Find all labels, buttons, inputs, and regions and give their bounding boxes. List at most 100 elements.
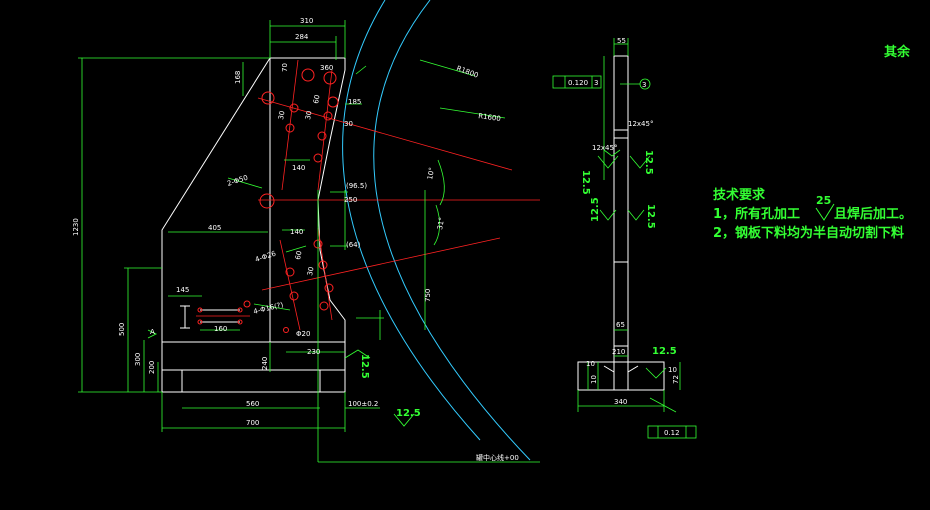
note-rough-value: 25 bbox=[816, 194, 831, 207]
dim-30a: 30 bbox=[344, 120, 353, 128]
label-phi20: Φ20 bbox=[296, 330, 310, 338]
hole bbox=[285, 123, 295, 133]
dim-405: 405 bbox=[208, 224, 221, 232]
dim-240: 240 bbox=[261, 357, 269, 370]
side-view-dims bbox=[552, 38, 697, 439]
hole bbox=[237, 319, 243, 325]
side-tol-bottom: 0.12 bbox=[664, 429, 680, 437]
hole bbox=[197, 307, 203, 313]
note-line2: 2，钢板下料均为半自动切割下料 bbox=[713, 225, 904, 241]
front-view-labels: 310 284 R1800 R1600 1230 500 300 200 2-Φ… bbox=[72, 17, 519, 462]
hole bbox=[237, 307, 243, 313]
dim-60a: 60 bbox=[312, 94, 321, 104]
hole bbox=[259, 193, 275, 209]
hole bbox=[327, 96, 339, 108]
technical-notes: 其余 技术要求 25 1，所有孔加工 且焊后加工。 2，钢板下料均为半自动切割下… bbox=[713, 44, 912, 241]
front-view-outline bbox=[161, 57, 346, 393]
dim-30d: 30 bbox=[306, 266, 315, 276]
dim-r1600: R1600 bbox=[478, 112, 502, 123]
dim-10deg: 10° bbox=[426, 167, 436, 181]
note-roughness-symbol bbox=[815, 203, 835, 221]
dim-500: 500 bbox=[118, 323, 126, 336]
dim-750: 750 bbox=[424, 289, 432, 302]
dim-140a: 140 bbox=[292, 164, 305, 172]
hole bbox=[317, 131, 327, 141]
centerlines bbox=[196, 59, 540, 331]
side-view bbox=[577, 55, 665, 391]
hole bbox=[243, 300, 251, 308]
side-dim-55: 55 bbox=[617, 37, 626, 45]
dim-560: 560 bbox=[246, 400, 259, 408]
dim-30b: 30 bbox=[277, 110, 286, 120]
note-line1-suffix: 且焊后加工。 bbox=[834, 206, 912, 222]
side-chamfer-2: 12x45° bbox=[592, 144, 617, 152]
note-title: 技术要求 bbox=[713, 187, 766, 203]
label-4-phi26: 4-Φ26 bbox=[254, 250, 277, 264]
dim-310: 310 bbox=[300, 17, 313, 25]
dim-200: 200 bbox=[148, 361, 156, 374]
label-2-phi50: 2-Φ50 bbox=[226, 174, 249, 188]
dim-185: 185 bbox=[348, 98, 361, 106]
hole bbox=[261, 91, 275, 105]
dim-168: 168 bbox=[234, 71, 242, 84]
dimension-lines bbox=[78, 20, 540, 463]
dim-140b: 140 bbox=[290, 228, 303, 236]
label-4-phi16: 4-Φ16(?) bbox=[253, 301, 285, 316]
side-dim-10b: 10 bbox=[590, 375, 598, 384]
side-dim-65: 65 bbox=[616, 321, 625, 329]
dim-1230: 1230 bbox=[72, 218, 80, 236]
side-dim-210: 210 bbox=[612, 348, 625, 356]
side-rough-1: 12.5 bbox=[643, 150, 654, 175]
dim-230: 230 bbox=[307, 348, 320, 356]
dim-360: 360 bbox=[320, 64, 333, 72]
vessel-arcs bbox=[342, 0, 531, 461]
side-dim-10c: 10 bbox=[668, 366, 677, 374]
side-tol-datum: 3 bbox=[594, 79, 598, 87]
datum-a: A bbox=[150, 328, 155, 336]
holes bbox=[197, 68, 339, 333]
front-markers bbox=[147, 329, 415, 427]
dim-96-5: (96.5) bbox=[346, 182, 367, 190]
hole bbox=[313, 153, 323, 163]
hole bbox=[289, 291, 299, 301]
dim-r1800: R1800 bbox=[455, 64, 479, 79]
hole bbox=[323, 111, 333, 121]
hole bbox=[323, 71, 337, 85]
roughness-front-1: 12.5 bbox=[359, 354, 370, 379]
hole bbox=[318, 260, 328, 270]
dim-284: 284 bbox=[295, 33, 309, 41]
hole bbox=[289, 103, 299, 113]
dim-100-tol: 100±0.2 bbox=[348, 400, 378, 408]
hole bbox=[283, 327, 289, 333]
side-rough-4: 12.5 bbox=[645, 204, 656, 229]
side-view-labels: 55 0.120 3 3 12x45° 12x45° 65 210 10 10 … bbox=[568, 37, 680, 437]
side-dim-72: 72 bbox=[672, 375, 680, 384]
dim-700: 700 bbox=[246, 419, 259, 427]
side-dim-10a: 10 bbox=[586, 360, 595, 368]
dim-31deg: 31° bbox=[436, 217, 446, 231]
dim-250: 250 bbox=[344, 196, 357, 204]
roughness-front-2: 12.5 bbox=[396, 408, 421, 419]
dim-70: 70 bbox=[281, 63, 289, 72]
hole bbox=[285, 267, 295, 277]
hole bbox=[301, 68, 315, 82]
dim-30c: 30 bbox=[304, 110, 313, 120]
side-chamfer-1: 12x45° bbox=[628, 120, 653, 128]
hole bbox=[324, 283, 334, 293]
dim-145: 145 bbox=[176, 286, 189, 294]
centerline-text: 罐中心线+00 bbox=[476, 453, 519, 462]
dim-60b: 60 bbox=[294, 250, 303, 260]
side-rough-5: 12.5 bbox=[652, 346, 677, 357]
side-rough-2: 12.5 bbox=[580, 170, 591, 195]
hole bbox=[197, 319, 203, 325]
side-balloon: 3 bbox=[642, 81, 646, 89]
hole bbox=[319, 301, 329, 311]
side-tol-value: 0.120 bbox=[568, 79, 588, 87]
side-rough-3: 12.5 bbox=[590, 197, 601, 222]
dim-300: 300 bbox=[134, 353, 142, 366]
note-line1-prefix: 1，所有孔加工 bbox=[713, 206, 800, 222]
note-other: 其余 bbox=[884, 44, 911, 60]
dim-160: 160 bbox=[214, 325, 227, 333]
side-dim-340: 340 bbox=[614, 398, 627, 406]
